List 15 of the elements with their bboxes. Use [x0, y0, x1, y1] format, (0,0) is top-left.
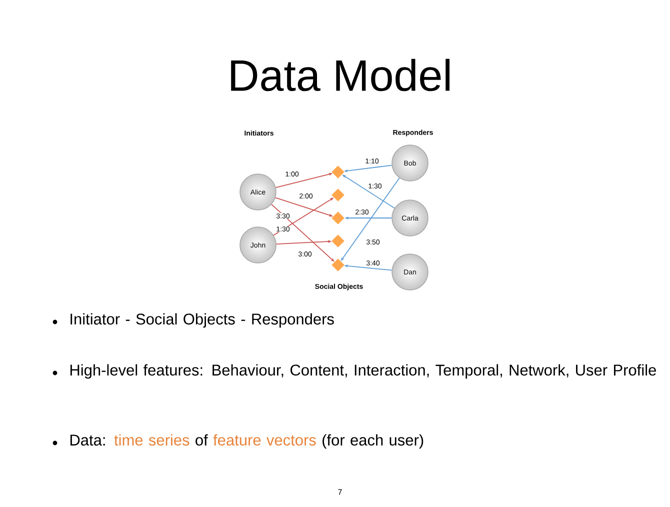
bullet-text: High-level features: Behaviour, Content, Interaction, Temporal, Network, User Profile: [70, 364, 656, 379]
social-object-diamond: [332, 234, 344, 248]
bullet-text: Data: time series of feature vectors (for each user): [70, 434, 424, 449]
label: time series: [114, 434, 190, 446]
slide-title: Data Model: [231, 58, 450, 92]
page-number: 7: [338, 489, 342, 495]
label: Data:: [70, 434, 105, 446]
label: of: [196, 434, 208, 446]
social-object-diamond: [332, 166, 344, 178]
label: feature vectors: [213, 434, 316, 446]
social-object-diamond: [332, 212, 344, 224]
social-object-diamond: [332, 258, 344, 272]
label: (for each user): [322, 434, 424, 449]
bullet-text: Initiator - Social Objects - Responders: [70, 313, 334, 328]
social-object-diamond: [332, 188, 344, 202]
